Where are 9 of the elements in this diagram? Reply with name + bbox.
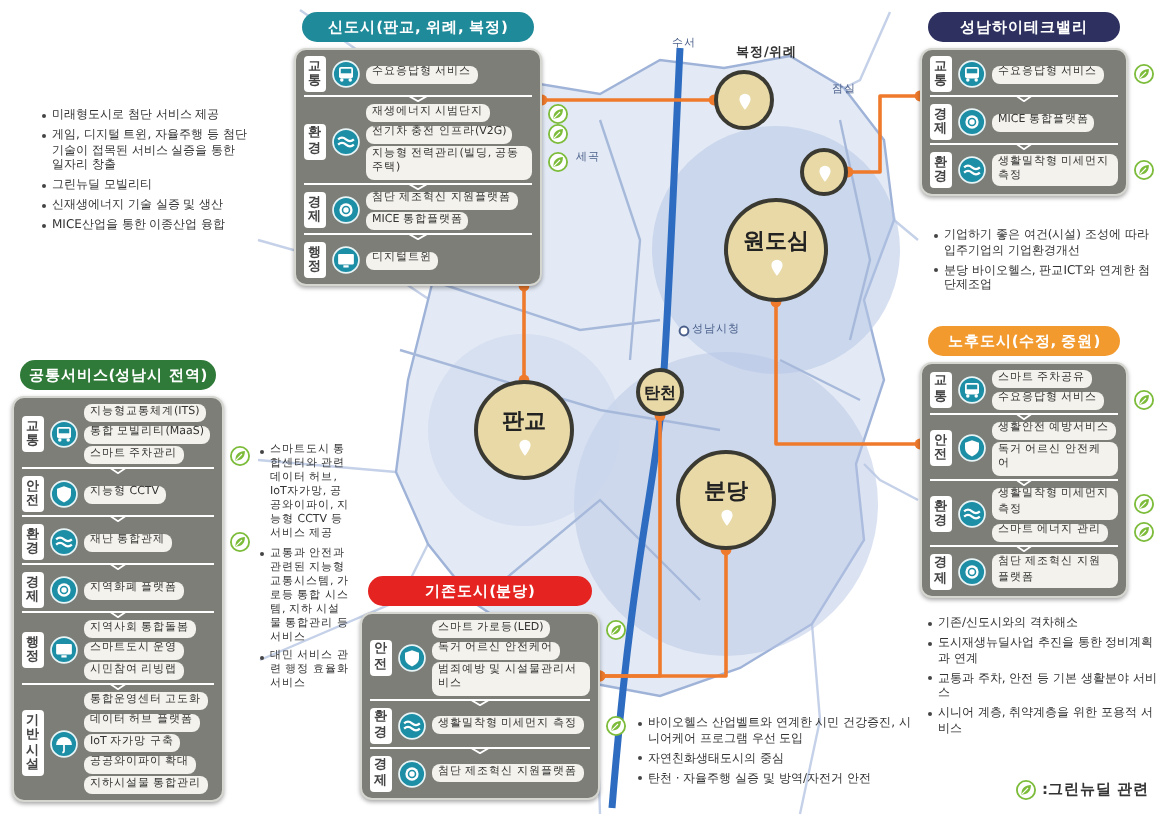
connector-line: [518, 280, 530, 386]
place-label: 분당: [704, 475, 748, 505]
place-label: 판교: [502, 405, 546, 435]
place-label: 탄천: [644, 381, 676, 403]
connector-line: [770, 296, 926, 450]
connector-line: [842, 90, 926, 178]
connector-line: [536, 94, 720, 106]
place-label: 원도심: [743, 225, 809, 255]
connector-line: [594, 544, 732, 682]
